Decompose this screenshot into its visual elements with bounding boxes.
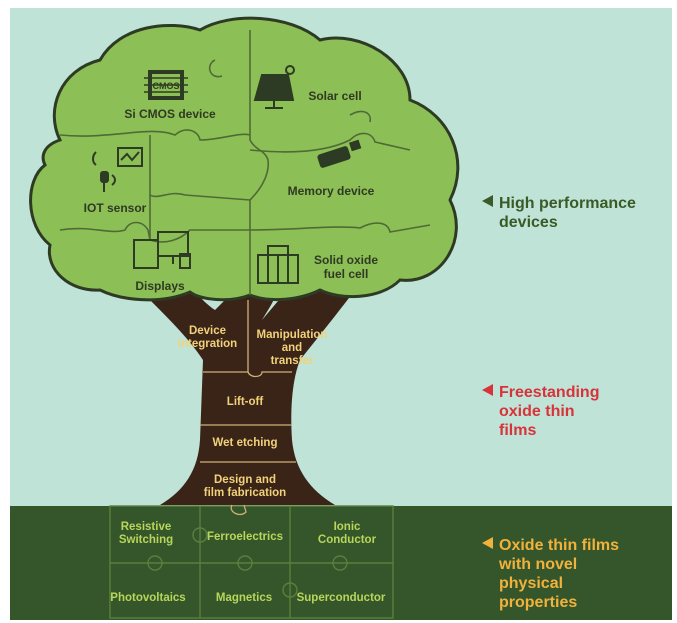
tree-trunk: [120, 265, 355, 505]
lift-off-label: Lift-off: [226, 396, 264, 408]
freestanding-films-label: Freestanding oxide thin films: [499, 384, 600, 439]
solid-oxide-fuel-cell-label: Solid oxide fuel cell: [313, 253, 378, 281]
high-performance-devices-label: High performance devices: [499, 195, 636, 231]
device-integration-label: Device integration: [177, 325, 238, 351]
superconductor-label: Superconductor: [296, 592, 386, 604]
left-triangle-icon: [482, 195, 493, 207]
resistive-switching-label: Resistive Switching: [118, 521, 174, 547]
solar-panel-icon: [253, 65, 295, 109]
manipulation-transfer-label: Manipulation and transfer: [256, 329, 328, 368]
memory-device-label: Memory device: [287, 184, 375, 198]
displays-icon: [133, 231, 191, 269]
oxide-thin-films-label: Oxide thin films with novel physical pro…: [499, 537, 620, 611]
root-puzzle-grid: [109, 505, 394, 619]
ferroelectrics-label: Ferroelectrics: [206, 531, 284, 543]
ionic-conductor-label: Ionic Conductor: [317, 521, 377, 547]
oxide-thin-films-callout: Oxide thin films with novel physical pro…: [482, 536, 619, 612]
left-triangle-icon: [482, 537, 493, 549]
high-performance-devices-callout: High performance devices: [482, 194, 636, 232]
usb-drive-icon: [317, 139, 362, 168]
left-triangle-icon: [482, 384, 493, 396]
photovoltaics-label: Photovoltaics: [110, 592, 186, 604]
trunk-puzzle-lines: [200, 300, 296, 516]
solar-cell-label: Solar cell: [308, 89, 362, 103]
cmos-chip-icon: [144, 70, 188, 100]
iot-sensor-icon: [92, 147, 143, 192]
si-cmos-device-label: Si CMOS device: [124, 107, 216, 121]
design-film-fabrication-label: Design and film fabrication: [203, 474, 287, 500]
fuel-cell-icon: [257, 245, 299, 284]
cmos-chip-label: CMOS: [152, 81, 180, 91]
displays-label: Displays: [135, 279, 185, 293]
freestanding-films-callout: Freestanding oxide thin films: [482, 383, 599, 440]
wet-etching-label: Wet etching: [212, 437, 278, 449]
tree-crown: [29, 16, 460, 302]
iot-sensor-label: IOT sensor: [83, 201, 147, 215]
magnetics-label: Magnetics: [215, 592, 273, 604]
